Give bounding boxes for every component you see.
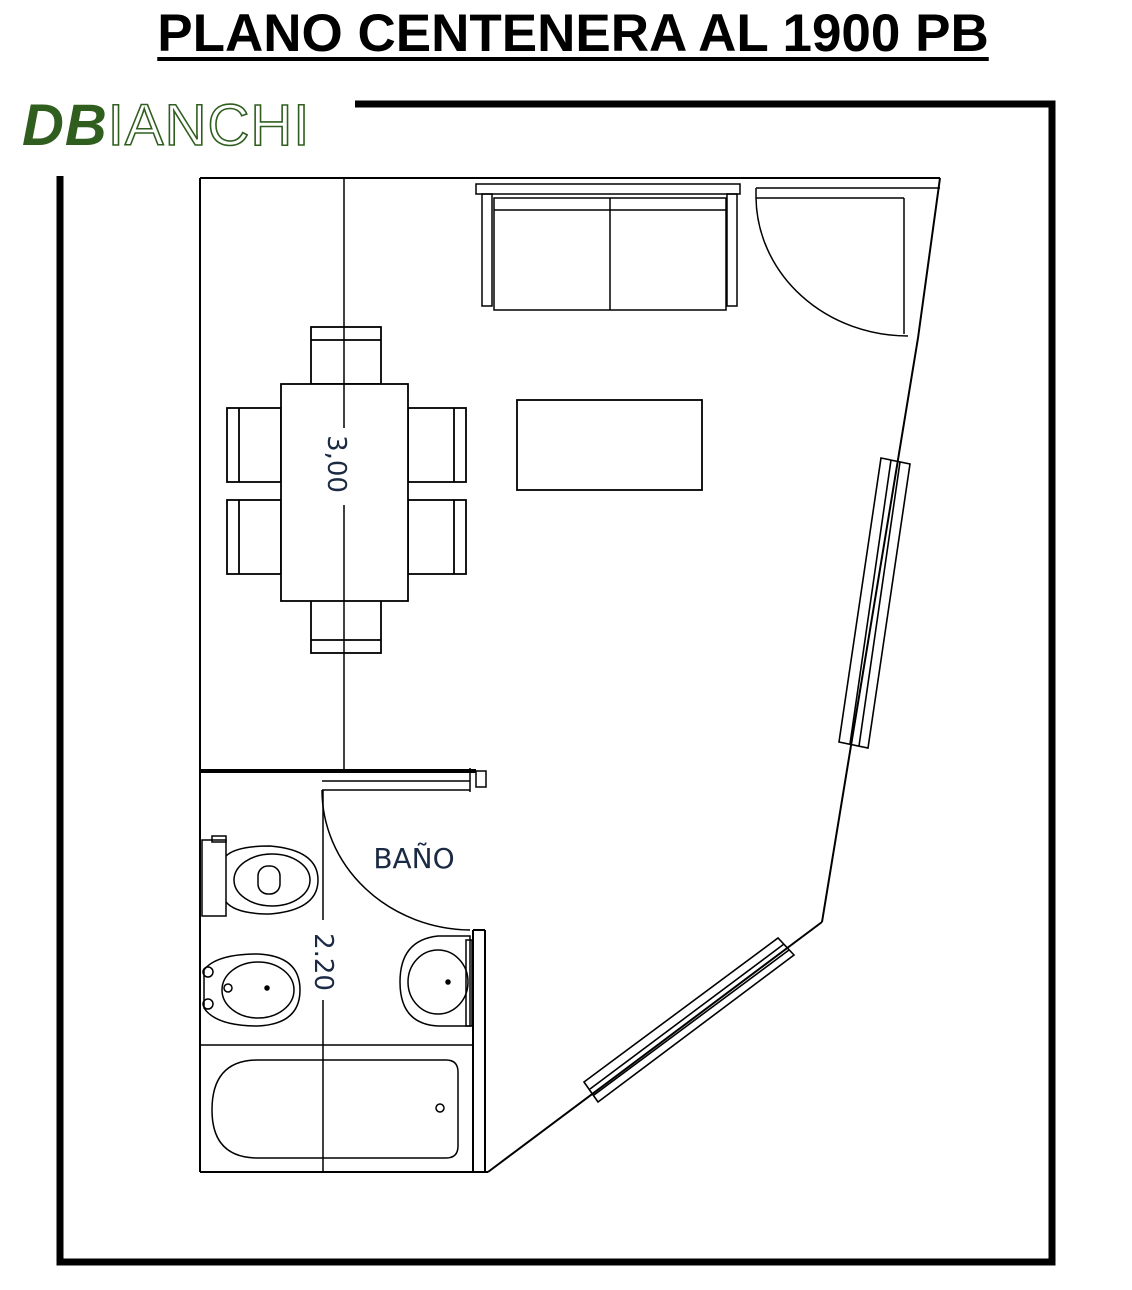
dimension-label-dining: 3,00 <box>321 435 351 493</box>
bathroom-door <box>321 789 471 931</box>
sink <box>399 935 473 1027</box>
bidet <box>202 953 301 1027</box>
bathtub <box>211 1059 459 1159</box>
window-right <box>838 457 911 749</box>
logo-db: DB <box>22 93 108 158</box>
toilet <box>201 835 319 917</box>
apartment-walls <box>199 177 941 1173</box>
brand-logo: DBIANCHI <box>22 93 352 158</box>
bathroom-walls <box>200 768 487 1172</box>
window-lower <box>582 936 796 1104</box>
room-label-bathroom: BAÑO <box>373 842 454 875</box>
outer-frame <box>56 100 1056 1266</box>
entrance-door <box>755 187 940 337</box>
dimension-label-bath: 2.20 <box>308 933 338 991</box>
page-title: PLANO CENTENERA AL 1900 PB <box>157 4 989 63</box>
sofa <box>475 183 741 311</box>
coffee-table <box>516 399 703 491</box>
logo-ianchi: IANCHI <box>107 93 311 158</box>
